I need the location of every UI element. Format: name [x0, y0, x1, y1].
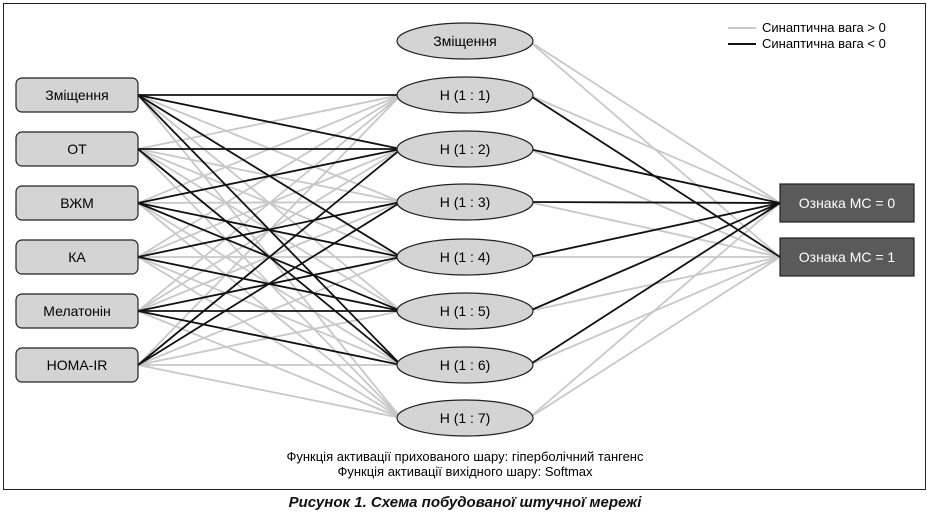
hidden-node-ellipse [396, 292, 534, 330]
input-node-box [15, 185, 139, 221]
output-node-box [779, 237, 915, 277]
input-node-label: Мелатонін [43, 303, 110, 319]
output-node-out1: Ознака МС = 1 [779, 237, 915, 277]
hidden-node-label: H (1 : 2) [440, 141, 491, 157]
neural-network-diagram: ЗміщенняОТВЖМКАМелатонінHOMA-IRЗміщенняH… [15, 20, 915, 479]
input-node-in-bias: Зміщення [15, 77, 139, 113]
hidden-node-ellipse [396, 399, 534, 437]
edge-input-5-hidden-6 [137, 364, 402, 419]
hidden-bias-ellipse [396, 22, 534, 60]
input-node-in-melatonin: Мелатонін [15, 293, 139, 329]
edge-input-5-hidden-2 [137, 201, 402, 366]
legend: Синаптична вага > 0 Синаптична вага < 0 [728, 20, 886, 51]
hidden-node-label: H (1 : 7) [440, 410, 491, 426]
input-node-label: ОТ [67, 141, 87, 157]
input-node-label: ВЖМ [60, 195, 94, 211]
edge-hidden-2-output-0 [528, 201, 781, 204]
edge-hidden-1-output-0 [528, 148, 781, 204]
hidden-node-h1: H (1 : 1) [396, 76, 534, 114]
input-node-in-homa: HOMA-IR [15, 347, 139, 383]
input-node-box [15, 347, 139, 383]
figure-caption: Рисунок 1. Схема побудованої штучної мер… [288, 494, 642, 511]
edge-input-5-hidden-1 [137, 148, 402, 366]
edge-input-2-hidden-1 [137, 148, 402, 204]
input-node-in-vzhm: ВЖМ [15, 185, 139, 221]
hidden-node-label: H (1 : 1) [440, 87, 491, 103]
hidden-node-ellipse [396, 183, 534, 221]
hidden-node-label: H (1 : 6) [440, 357, 491, 373]
input-node-box [15, 77, 139, 113]
input-node-label: КА [68, 249, 86, 265]
input-node-label: Зміщення [45, 87, 108, 103]
hidden-node-ellipse [396, 130, 534, 168]
hidden-node-label: H (1 : 5) [440, 303, 491, 319]
input-node-box [15, 239, 139, 275]
output-node-label: Ознака МС = 0 [799, 195, 896, 211]
edge-input-4-hidden-5 [137, 310, 402, 366]
input-node-label: HOMA-IR [47, 357, 108, 373]
hidden-node-ellipse [396, 76, 534, 114]
hidden-bias-label: Зміщення [433, 33, 496, 49]
hidden-node-ellipse [396, 346, 534, 384]
output-node-box [779, 183, 915, 223]
output-node-out0: Ознака МС = 0 [779, 183, 915, 223]
edge-hidden-bias-output-0 [528, 40, 781, 204]
edge-input-3-hidden-2 [137, 201, 402, 258]
hidden-bias-node: Зміщення [396, 22, 534, 60]
output-activation-note: Функція активації вихідного шару: Softma… [337, 464, 593, 479]
hidden-node-h5: H (1 : 5) [396, 292, 534, 330]
edge-input-4-hidden-0 [137, 94, 402, 312]
edge-hidden-6-output-1 [528, 256, 781, 419]
input-node-box [15, 293, 139, 329]
hidden-node-h3: H (1 : 3) [396, 183, 534, 221]
legend-negative-label: Синаптична вага < 0 [762, 36, 886, 51]
hidden-node-h4: H (1 : 4) [396, 238, 534, 276]
legend-positive-label: Синаптична вага > 0 [762, 20, 886, 35]
diagram-frame [3, 3, 926, 490]
hidden-node-label: H (1 : 4) [440, 249, 491, 265]
input-node-in-ka: КА [15, 239, 139, 275]
edge-hidden-3-output-0 [528, 202, 781, 258]
nodes-layer: ЗміщенняОТВЖМКАМелатонінHOMA-IRЗміщенняH… [15, 22, 915, 437]
edge-hidden-0-output-0 [528, 94, 781, 204]
hidden-node-h2: H (1 : 2) [396, 130, 534, 168]
negative-weight-edges [137, 94, 781, 366]
input-node-box [15, 131, 139, 167]
hidden-node-h6: H (1 : 6) [396, 346, 534, 384]
edge-hidden-5-output-0 [528, 202, 781, 366]
hidden-node-h7: H (1 : 7) [396, 399, 534, 437]
hidden-node-label: H (1 : 3) [440, 194, 491, 210]
output-node-label: Ознака МС = 1 [799, 249, 896, 265]
edge-hidden-6-output-0 [528, 202, 781, 419]
input-node-in-ot: ОТ [15, 131, 139, 167]
hidden-activation-note: Функція активації прихованого шару: гіпе… [286, 449, 644, 464]
edge-input-0-hidden-1 [137, 94, 402, 150]
edge-hidden-4-output-0 [528, 202, 781, 312]
hidden-node-ellipse [396, 238, 534, 276]
